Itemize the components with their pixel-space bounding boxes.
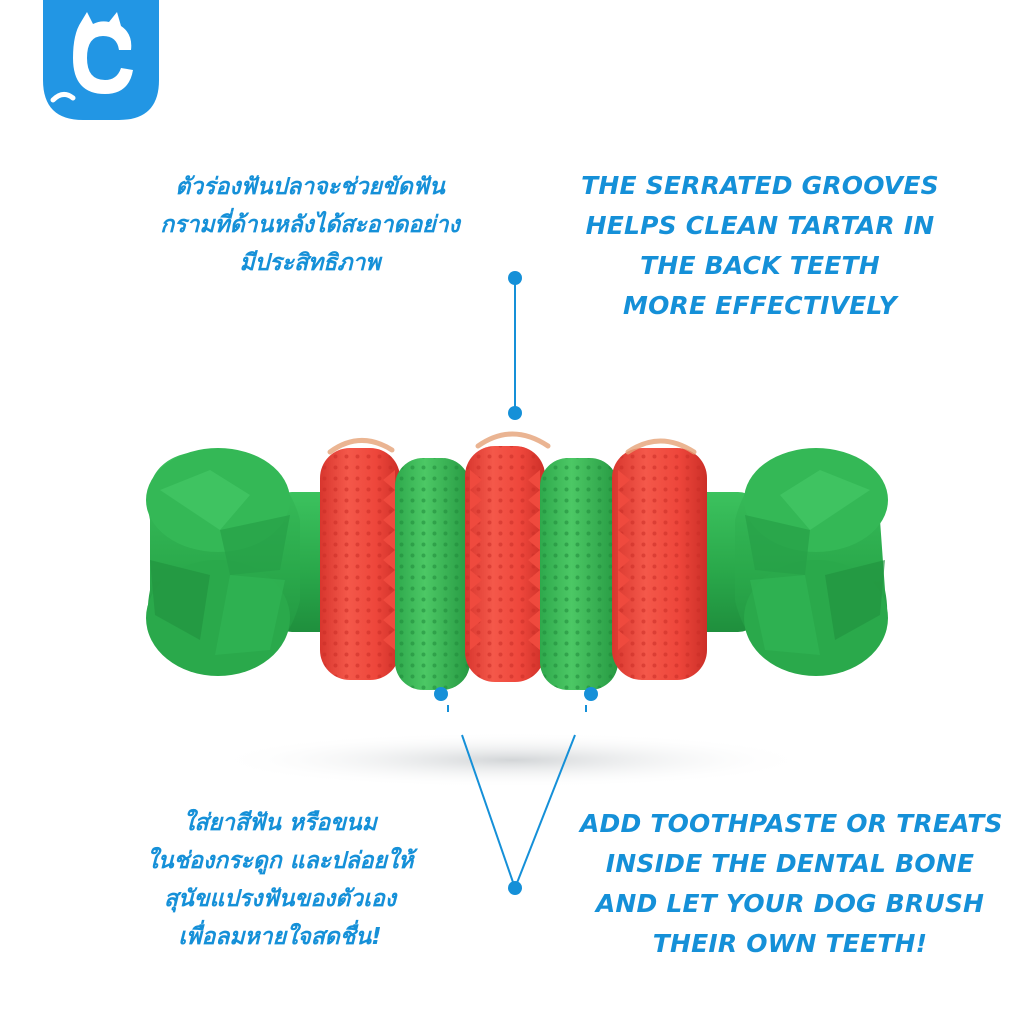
- ring-green-2: [540, 458, 618, 690]
- caption-line: THE SERRATED GROOVES: [581, 171, 939, 200]
- ring-red-1: [320, 448, 400, 680]
- caption-line: MORE EFFECTIVELY: [623, 291, 897, 320]
- caption-line: AND LET YOUR DOG BRUSH: [595, 889, 985, 918]
- callout-bottom: [434, 687, 598, 895]
- bone-end-right: [735, 448, 888, 676]
- rotation-arcs: [327, 431, 697, 455]
- caption-line: THEIR OWN TEETH!: [652, 929, 928, 958]
- caption-line: ADD TOOTHPASTE OR TREATS: [580, 809, 1003, 838]
- ring-red-2: [465, 446, 545, 682]
- caption-top-right-english: THE SERRATED GROOVES HELPS CLEAN TARTAR …: [565, 166, 955, 326]
- caption-bottom-left-thai: ใส่ยาสีฟัน หรือขนม ในช่องกระดูก และปล่อย…: [110, 804, 450, 956]
- floor-shadow: [212, 732, 812, 788]
- caption-line: สุนัขแปรงฟันของตัวเอง: [163, 886, 397, 912]
- ring-red-3: [612, 448, 707, 680]
- caption-bottom-right-english: ADD TOOTHPASTE OR TREATS INSIDE THE DENT…: [580, 804, 1003, 964]
- callout-top: [508, 271, 522, 420]
- caption-line: กรามที่ด้านหลังได้สะอาดอย่าง: [160, 212, 460, 238]
- caption-line: THE BACK TEETH: [640, 251, 880, 280]
- caption-line: มีประสิทธิภาพ: [239, 250, 381, 276]
- cat-c-logo-icon: [43, 0, 159, 120]
- caption-top-left-thai: ตัวร่องฟันปลาจะช่วยขัดฟัน กรามที่ด้านหลั…: [130, 168, 490, 282]
- caption-line: INSIDE THE DENTAL BONE: [605, 849, 975, 878]
- caption-line: เพื่อลมหายใจสดชื่น!: [178, 924, 382, 950]
- serrated-teeth: [383, 470, 630, 650]
- caption-line: ใส่ยาสีฟัน หรือขนม: [183, 810, 377, 836]
- bone-end-left: [146, 448, 300, 676]
- ring-green-1: [395, 458, 470, 690]
- caption-line: ในช่องกระดูก และปล่อยให้: [146, 848, 414, 874]
- caption-line: ตัวร่องฟันปลาจะช่วยขัดฟัน: [175, 174, 445, 200]
- caption-line: HELPS CLEAN TARTAR IN: [585, 211, 935, 240]
